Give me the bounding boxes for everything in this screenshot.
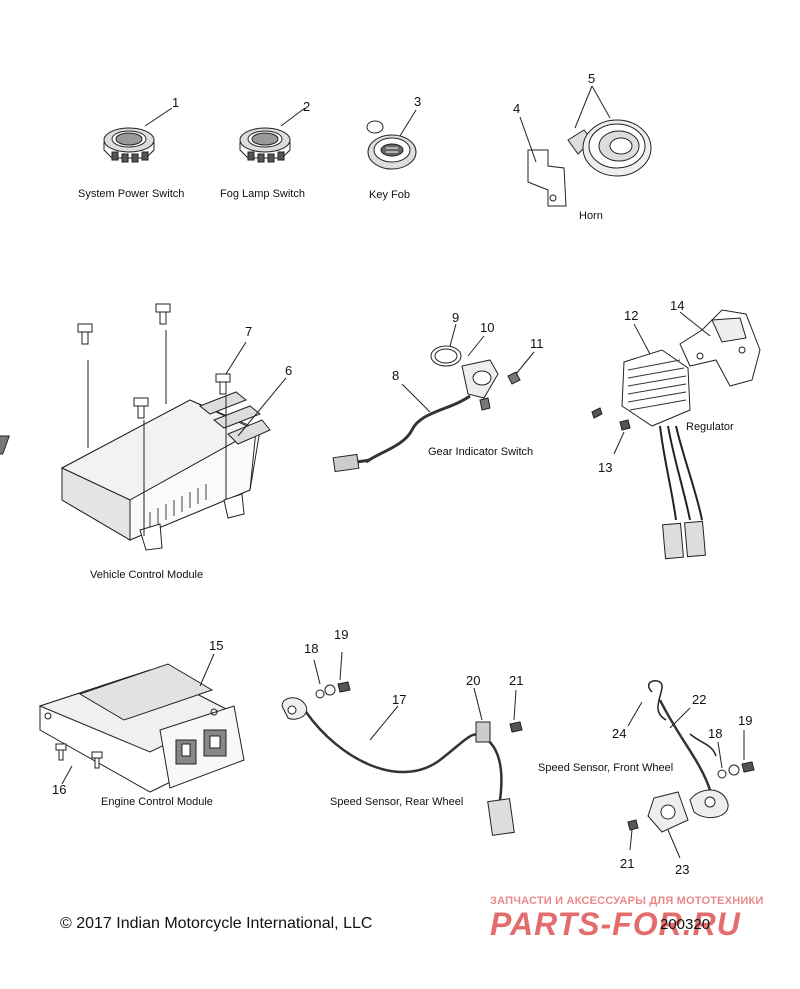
gear-indicator-switch-drawing (332, 323, 535, 473)
callout-10: 10 (480, 320, 495, 335)
callout-19-front: 19 (738, 713, 753, 728)
label-vehicle-control-module: Vehicle Control Module (90, 569, 204, 581)
callout-13: 13 (598, 460, 613, 475)
label-gear-indicator-switch: Gear Indicator Switch (428, 446, 534, 458)
label-regulator: Regulator (686, 421, 734, 433)
callout-20: 20 (466, 673, 481, 688)
callout-16: 16 (52, 782, 67, 797)
callout-1: 1 (172, 95, 180, 110)
callout-5: 5 (588, 71, 596, 86)
regulator-drawing (591, 309, 761, 560)
fog-lamp-switch-drawing (239, 107, 306, 163)
callout-17: 17 (392, 692, 407, 707)
label-speed-sensor-front: Speed Sensor, Front Wheel (538, 762, 674, 774)
callout-21-front: 21 (620, 856, 635, 871)
callout-7: 7 (245, 324, 253, 339)
speed-sensor-front-drawing (627, 680, 755, 859)
callout-11: 11 (530, 336, 544, 351)
watermark-logo-text: PARTS-FOR.RU (490, 906, 741, 942)
callout-4: 4 (513, 101, 521, 116)
callout-14: 14 (670, 298, 685, 313)
horn-drawing (519, 85, 652, 207)
figure-id: 200320 (660, 916, 711, 933)
copyright-notice: © 2017 Indian Motorcycle International, … (60, 915, 373, 932)
system-power-switch-drawing (103, 107, 173, 163)
key-fob-drawing (366, 109, 417, 170)
label-fog-lamp-switch: Fog Lamp Switch (220, 188, 305, 200)
label-key-fob: Key Fob (369, 189, 410, 201)
parts-for-logo: PARTS-FOR.RU (490, 906, 741, 942)
callout-19: 19 (334, 627, 349, 642)
engine-control-module-drawing (38, 653, 245, 793)
callout-18: 18 (304, 641, 319, 656)
label-speed-sensor-rear: Speed Sensor, Rear Wheel (330, 796, 464, 808)
callout-15: 15 (209, 638, 224, 653)
speed-sensor-rear-drawing (281, 651, 523, 836)
callout-22: 22 (692, 692, 707, 707)
callout-21: 21 (509, 673, 524, 688)
callout-12: 12 (624, 308, 639, 323)
callout-6: 6 (285, 363, 293, 378)
callout-24: 24 (612, 726, 627, 741)
callout-8: 8 (392, 368, 400, 383)
label-engine-control-module: Engine Control Module (101, 796, 213, 808)
callout-23: 23 (675, 862, 690, 877)
callout-18-front: 18 (708, 726, 723, 741)
callout-2: 2 (303, 99, 311, 114)
vehicle-control-module-drawing (0, 303, 287, 551)
callout-9: 9 (452, 310, 460, 325)
label-horn: Horn (579, 210, 603, 222)
label-system-power-switch: System Power Switch (78, 188, 185, 200)
watermark-tagline: ЗАПЧАСТИ И АКСЕССУАРЫ ДЛЯ МОТОТЕХНИКИ (490, 895, 764, 907)
callout-3: 3 (414, 94, 422, 109)
